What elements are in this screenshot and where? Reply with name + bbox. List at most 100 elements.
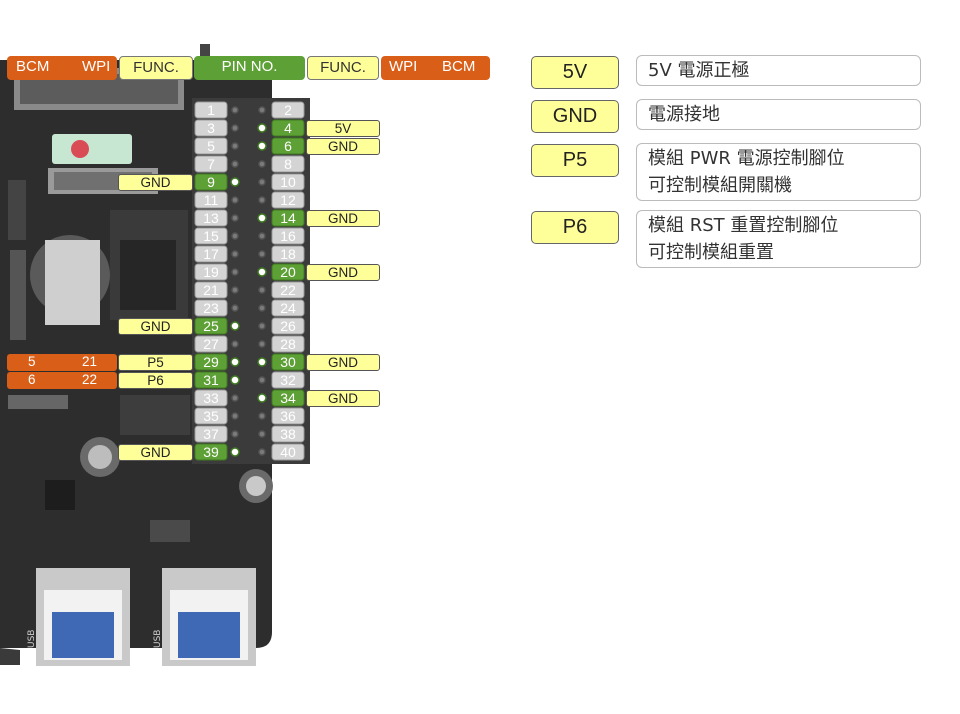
header-pin-dot	[258, 250, 266, 258]
header-pin-dot	[231, 412, 239, 420]
right-func-label-4: 5V	[306, 120, 380, 137]
header-pin-dot	[230, 177, 240, 187]
header-pin-dot	[258, 286, 266, 294]
header-wpi-left: WPI	[82, 58, 111, 75]
pin-box-17	[194, 245, 228, 263]
header-pin-dot	[258, 160, 266, 168]
pin-box-28	[271, 335, 305, 353]
header-pin-dot	[230, 447, 240, 457]
left-func-label-9: GND	[118, 174, 193, 191]
right-func-label-34: GND	[306, 390, 380, 407]
pin-box-26	[271, 317, 305, 335]
pin-box-35	[194, 407, 228, 425]
pin-number: 37	[203, 426, 219, 442]
pin-box-8	[271, 155, 305, 173]
pin-box-7	[194, 155, 228, 173]
header-pin-dot	[231, 232, 239, 240]
legend-desc-line: 可控制模組開關機	[648, 175, 792, 196]
header-pin-dot	[231, 340, 239, 348]
header-pin-dot	[231, 250, 239, 258]
pin-box-2	[271, 101, 305, 119]
header-pin-dot	[258, 448, 266, 456]
pcb-board-edge	[0, 648, 20, 665]
left-func-label-29: P5	[118, 354, 193, 371]
pin-box-21	[194, 281, 228, 299]
pin-number: 19	[203, 264, 219, 280]
header-pin-dot	[258, 340, 266, 348]
header-pin-dot	[257, 123, 267, 133]
legend-desc-line: 可控制模組重置	[648, 242, 774, 263]
header-wpi-bcm-right: WPI BCM	[381, 56, 490, 80]
header-pin-dot	[231, 196, 239, 204]
pin-number: 9	[207, 174, 215, 190]
pin-box-19	[194, 263, 228, 281]
pin-number: 21	[203, 282, 219, 298]
legend-key-p5: P5	[531, 144, 619, 177]
pin-box-1	[194, 101, 228, 119]
pin-box-30	[271, 353, 305, 371]
header-bcm-right: BCM	[442, 58, 476, 75]
pin-number: 34	[280, 390, 296, 406]
pin-number: 31	[203, 372, 219, 388]
pin-box-34	[271, 389, 305, 407]
pin-box-15	[194, 227, 228, 245]
legend-desc-line: 電源接地	[648, 104, 720, 125]
pin-number: 18	[280, 246, 296, 262]
legend-desc-line: 模組 RST 重置控制腳位	[648, 215, 839, 236]
header-pin-dot	[231, 106, 239, 114]
pin-box-10	[271, 173, 305, 191]
header-pin-dot	[231, 214, 239, 222]
header-pin-dot	[258, 430, 266, 438]
header-pin-dot	[258, 178, 266, 186]
pin-box-18	[271, 245, 305, 263]
legend-desc-line: 模組 PWR 電源控制腳位	[648, 148, 845, 169]
pin-box-38	[271, 425, 305, 443]
legend-key-5v: 5V	[531, 56, 619, 89]
pin-box-6	[271, 137, 305, 155]
pin-box-9	[194, 173, 228, 191]
pin-number: 13	[203, 210, 219, 226]
header-pin-dot	[258, 376, 266, 384]
pin-box-3	[194, 119, 228, 137]
pin-number: 10	[280, 174, 296, 190]
header-pin-dot	[258, 322, 266, 330]
header-pin-dot	[231, 394, 239, 402]
legend-desc-5v: 5V 電源正極	[636, 55, 921, 86]
header-func-left: FUNC.	[119, 56, 193, 80]
pin-number: 8	[284, 156, 292, 172]
pin-box-29	[194, 353, 228, 371]
pin-number: 27	[203, 336, 219, 352]
pin-number: 23	[203, 300, 219, 316]
right-func-label-6: GND	[306, 138, 380, 155]
header-pin-dot	[231, 160, 239, 168]
pin-number: 30	[280, 354, 296, 370]
pin-box-27	[194, 335, 228, 353]
pin-box-5	[194, 137, 228, 155]
pin-number: 38	[280, 426, 296, 442]
pin-box-16	[271, 227, 305, 245]
pin-number: 5	[207, 138, 215, 154]
pin-box-37	[194, 425, 228, 443]
pin-number: 14	[280, 210, 296, 226]
header-pin-dot	[258, 106, 266, 114]
pin-box-39	[194, 443, 228, 461]
header-pin-dot	[231, 268, 239, 276]
usb-label-2: USB	[153, 630, 163, 648]
legend-desc-gnd: 電源接地	[636, 99, 921, 130]
pin-number: 26	[280, 318, 296, 334]
header-pin-dot	[231, 286, 239, 294]
header-wpi-right: WPI	[389, 58, 418, 75]
right-func-label-30: GND	[306, 354, 380, 371]
header-pin-dot	[258, 232, 266, 240]
pin-number: 16	[280, 228, 296, 244]
header-pin-dot	[258, 304, 266, 312]
left-func-label-39: GND	[118, 444, 193, 461]
header-pin-no: PIN NO.	[194, 56, 305, 80]
pin-number: 22	[280, 282, 296, 298]
header-pin-dot	[230, 321, 240, 331]
bcm-value: 5	[28, 354, 36, 369]
pin-box-31	[194, 371, 228, 389]
header-func-right: FUNC.	[307, 56, 379, 80]
right-func-label-20: GND	[306, 264, 380, 281]
